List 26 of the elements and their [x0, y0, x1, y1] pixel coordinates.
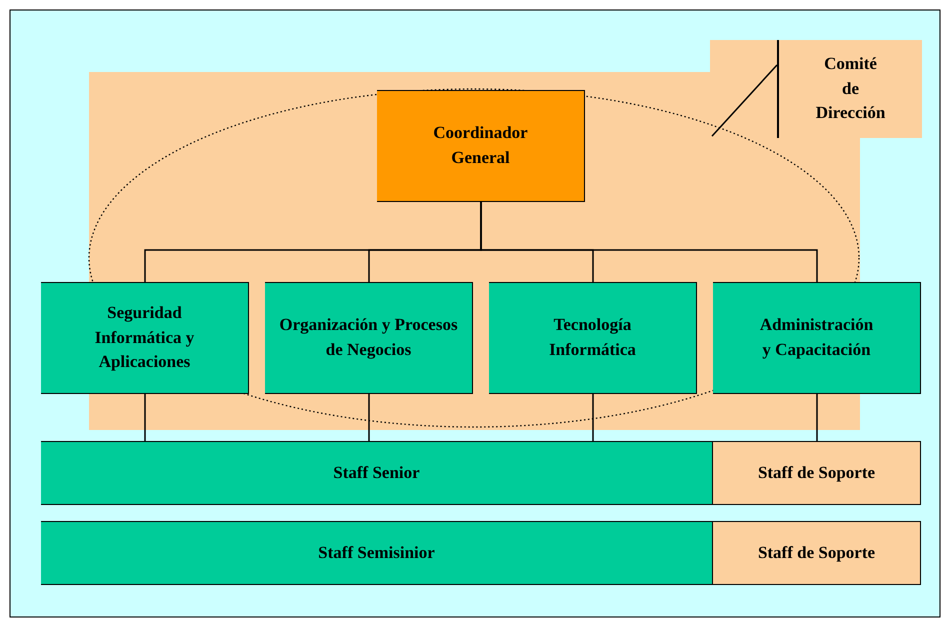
connector-line — [816, 394, 818, 441]
node-text: Staff de Soporte — [758, 542, 876, 564]
department-box — [713, 521, 921, 585]
department-box — [713, 441, 921, 505]
node-text: Coordinador General — [432, 122, 529, 169]
connector-line — [368, 394, 370, 441]
connector-line — [592, 394, 594, 441]
node-text: Staff Semisinior — [318, 542, 435, 564]
department-box — [489, 282, 697, 394]
staff-bar — [41, 521, 713, 585]
node-text: Comité de Dirección — [816, 53, 886, 124]
department-box — [265, 282, 473, 394]
leader-line — [711, 64, 778, 137]
node-text: Staff de Soporte — [758, 462, 876, 484]
department-box — [377, 90, 585, 202]
node-text: Staff Senior — [333, 462, 420, 484]
committee-label-box — [777, 40, 922, 138]
connector-line — [144, 394, 146, 441]
connector-line — [480, 202, 818, 282]
node-text: Administración y Capacitación — [759, 314, 874, 361]
department-box — [41, 282, 249, 394]
department-box — [713, 282, 921, 394]
node-text: Tecnología Informática — [548, 314, 637, 361]
node-text: Seguridad Informática y Aplicaciones — [94, 302, 196, 374]
node-text: Organización y Procesos de Negocios — [278, 314, 459, 361]
staff-bar — [41, 441, 713, 505]
